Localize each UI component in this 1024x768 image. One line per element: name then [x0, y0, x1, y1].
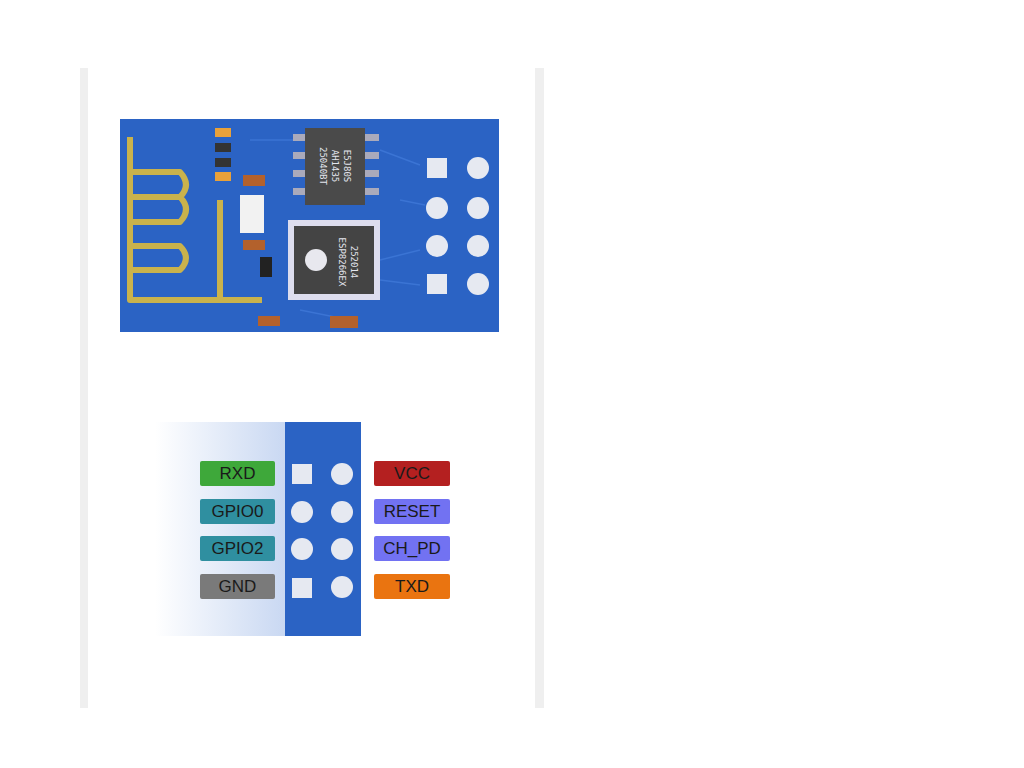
- flash-chip: [293, 128, 379, 205]
- header-pads: [426, 157, 489, 295]
- pin-name: GPIO0: [200, 499, 275, 524]
- header-pads: [291, 463, 353, 598]
- pcb-board: [120, 119, 499, 332]
- pin-name: RESET: [374, 499, 450, 524]
- chip-marking: 25040BT: [318, 147, 328, 185]
- faded-board: [155, 422, 285, 636]
- chip-marking: ESP8266EX: [337, 238, 347, 287]
- pin-name: GND: [200, 574, 275, 599]
- panel-border: [80, 68, 88, 708]
- chip-marking: E5J80S: [342, 150, 352, 183]
- panel-border: [535, 68, 544, 708]
- pin-name: CH_PD: [374, 536, 450, 561]
- chip-marking: AH1435: [330, 150, 340, 183]
- pcb-board: [285, 422, 361, 636]
- pcb-traces: [250, 140, 425, 318]
- pin-name: GPIO2: [200, 536, 275, 561]
- esp-chip: [288, 220, 380, 300]
- pin-name: TXD: [374, 574, 450, 599]
- pin-name: VCC: [374, 461, 450, 486]
- pin-name: RXD: [200, 461, 275, 486]
- chip-marking: 252014: [349, 246, 359, 279]
